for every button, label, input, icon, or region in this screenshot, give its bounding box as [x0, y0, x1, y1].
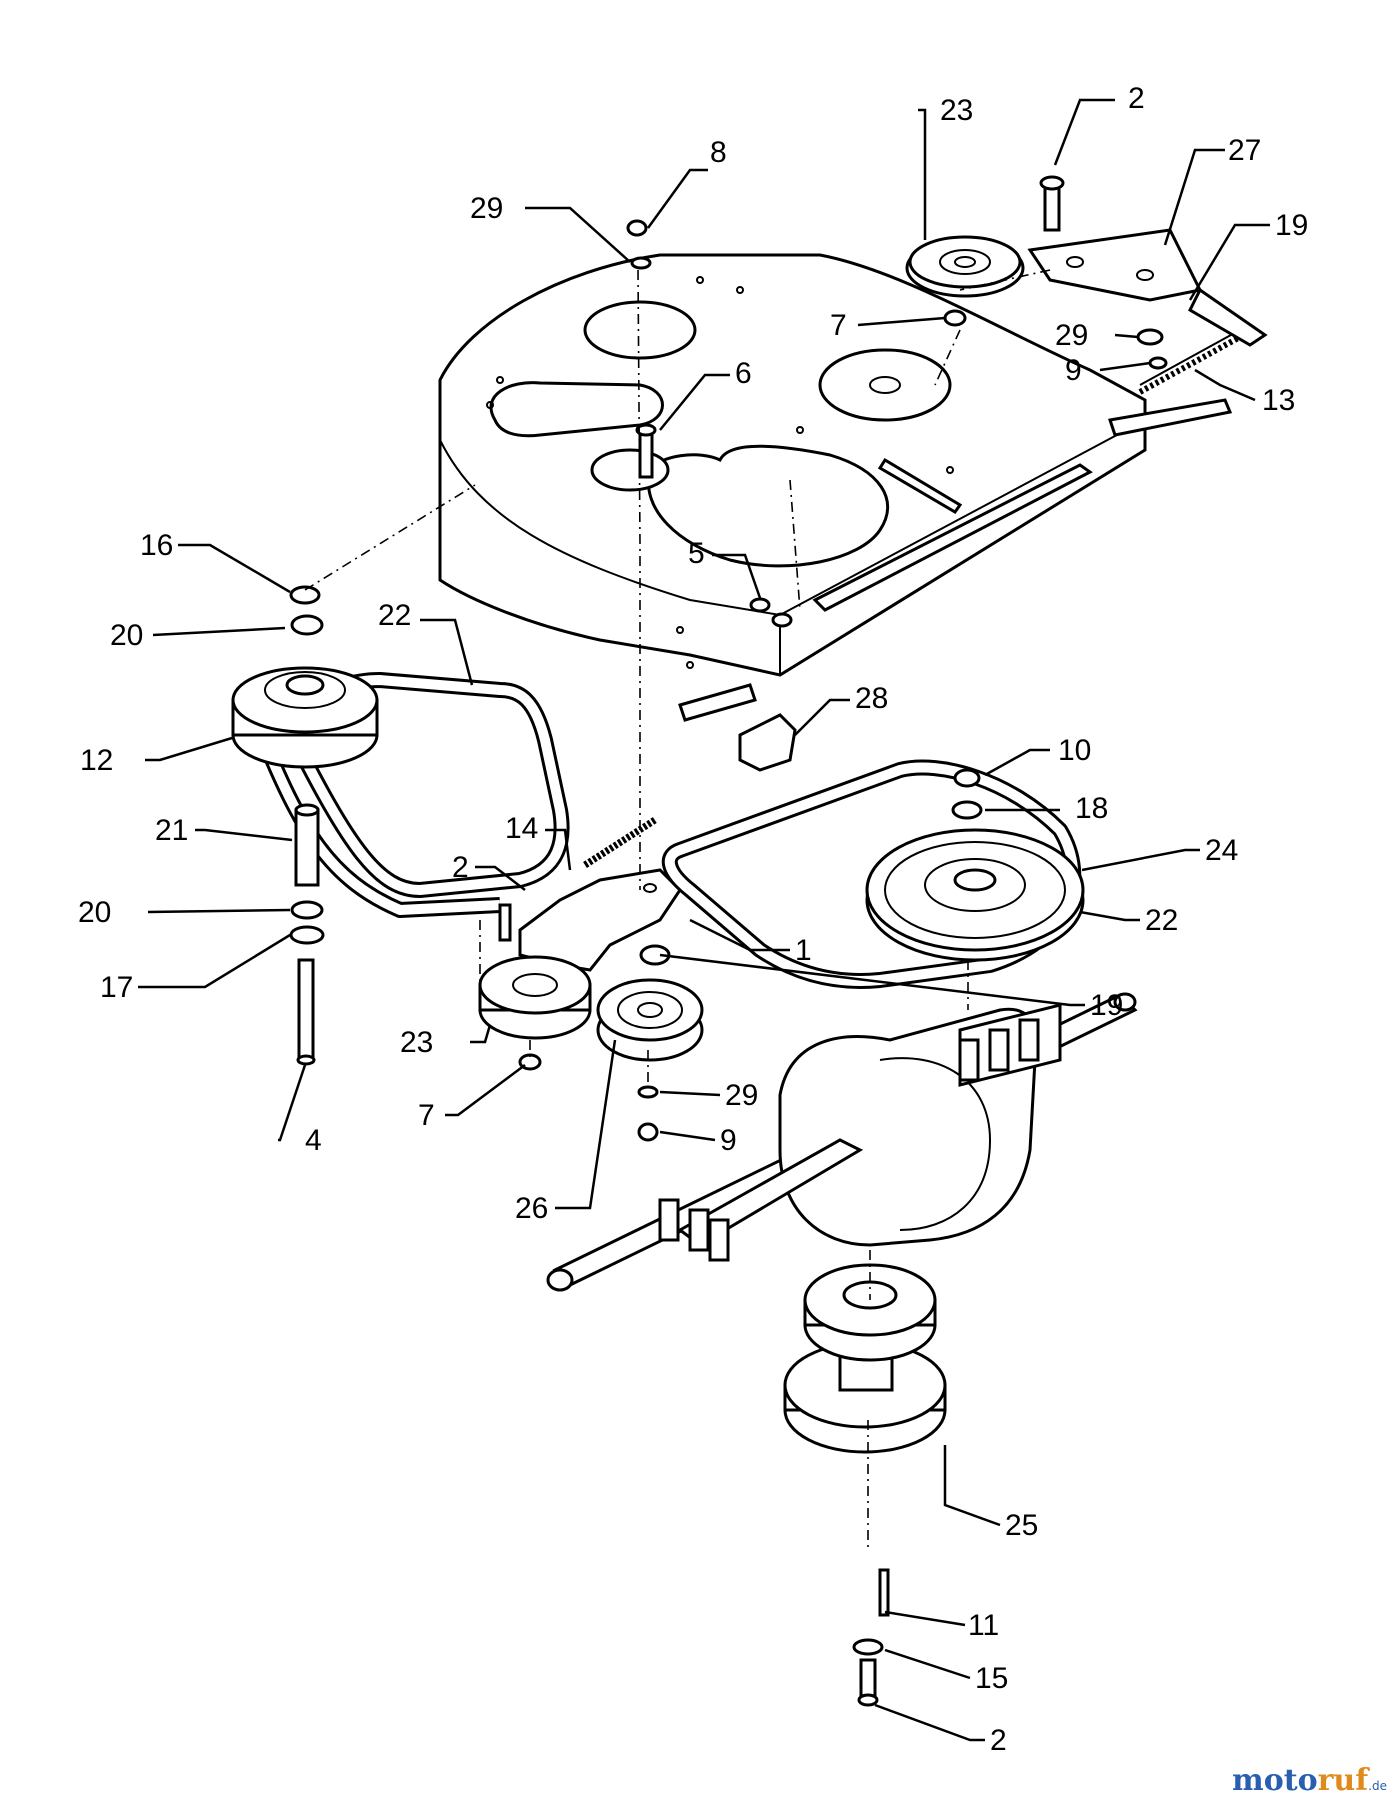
flat-idler-26: [596, 978, 704, 1062]
callout-arrows: [138, 98, 1270, 1742]
callout-5: 5: [688, 537, 705, 570]
assembly-lines: [304, 269, 1051, 1550]
key-11: [878, 1568, 890, 1617]
callout-25: 25: [1005, 1509, 1038, 1542]
spring-13: [1138, 329, 1242, 395]
callout-2: 2: [1128, 82, 1145, 115]
callout-8: 8: [710, 136, 727, 169]
callout-9: 9: [1065, 354, 1082, 387]
callout-22: 22: [378, 599, 411, 632]
nut-7-top: [943, 309, 967, 327]
callout-21: 21: [155, 814, 188, 847]
svg-text:motoruf.de: motoruf.de: [1232, 1763, 1387, 1798]
double-pulley-25: [783, 1263, 947, 1454]
watermark-logo: motoruf.de: [1232, 1763, 1387, 1798]
washer-18: [951, 800, 983, 820]
nuts-5: [749, 597, 793, 628]
washer-29-lower: [637, 1085, 659, 1099]
callout-10: 10: [1058, 734, 1091, 767]
deck-opening: [583, 300, 697, 360]
callout-9: 9: [720, 1124, 737, 1157]
nut-10: [953, 768, 981, 788]
callout-24: 24: [1205, 834, 1238, 867]
nut-9-right: [1148, 356, 1168, 370]
callout-14: 14: [505, 812, 538, 845]
callout-7: 7: [830, 309, 847, 342]
callout-29: 29: [470, 192, 503, 225]
washer-15: [852, 1638, 884, 1656]
callout-4: 4: [305, 1124, 322, 1157]
shaft-rod: [678, 398, 1233, 722]
callout-28: 28: [855, 682, 888, 715]
pin-4: [296, 958, 316, 1066]
callout-labels: 8 29 23 2 27 19 7 29 9 13 6 16 20 22 5 1…: [78, 82, 1308, 1757]
washer-29-right: [1136, 328, 1164, 346]
callout-7: 7: [418, 1099, 435, 1132]
bracket-28: [738, 713, 797, 772]
callout-17: 17: [100, 971, 133, 1004]
washer-16: [289, 585, 321, 605]
callout-20: 20: [78, 896, 111, 929]
callout-6: 6: [735, 357, 752, 390]
callout-23: 23: [400, 1026, 433, 1059]
deck-opening: [590, 448, 670, 492]
washer-29-top: [630, 256, 652, 270]
callout-16: 16: [140, 529, 173, 562]
bracket-27: [1027, 228, 1268, 347]
bolt-2-top: [1039, 175, 1065, 232]
bolt-6: [635, 423, 657, 479]
spring-14: [583, 817, 657, 868]
callout-18: 18: [1075, 792, 1108, 825]
callout-13: 13: [1262, 384, 1295, 417]
callout-11: 11: [968, 1609, 999, 1642]
callout-23: 23: [940, 94, 973, 127]
callout-2: 2: [990, 1724, 1007, 1757]
callout-2: 2: [452, 851, 469, 884]
nut-8: [626, 219, 648, 237]
callout-26: 26: [515, 1192, 548, 1225]
callout-29: 29: [1055, 319, 1088, 352]
nut-9-lower: [637, 1122, 659, 1142]
callout-22: 22: [1145, 904, 1178, 937]
callout-15: 15: [975, 1662, 1008, 1695]
idler-pulley-23-lower: [478, 955, 592, 1040]
washer-17: [289, 925, 325, 945]
callout-27: 27: [1228, 134, 1261, 167]
bolt-2-bracket: [498, 903, 512, 942]
pulley-12: [231, 666, 379, 769]
callout-19: 19: [1090, 989, 1123, 1022]
washer-20-bottom: [290, 900, 324, 920]
washer-20-top: [290, 614, 324, 636]
deck-opening: [818, 348, 952, 422]
callout-20: 20: [110, 619, 143, 652]
callout-29: 29: [725, 1079, 758, 1112]
callout-1: 1: [795, 934, 812, 967]
spacer-21: [294, 803, 320, 887]
callout-12: 12: [80, 744, 113, 777]
transaxle: [546, 992, 1138, 1292]
pulley-24: [865, 828, 1085, 962]
idler-pulley-23-top: [905, 235, 1025, 298]
deck-plate: [438, 253, 1147, 677]
callout-19: 19: [1275, 209, 1308, 242]
bolt-2-bottom: [857, 1658, 879, 1707]
